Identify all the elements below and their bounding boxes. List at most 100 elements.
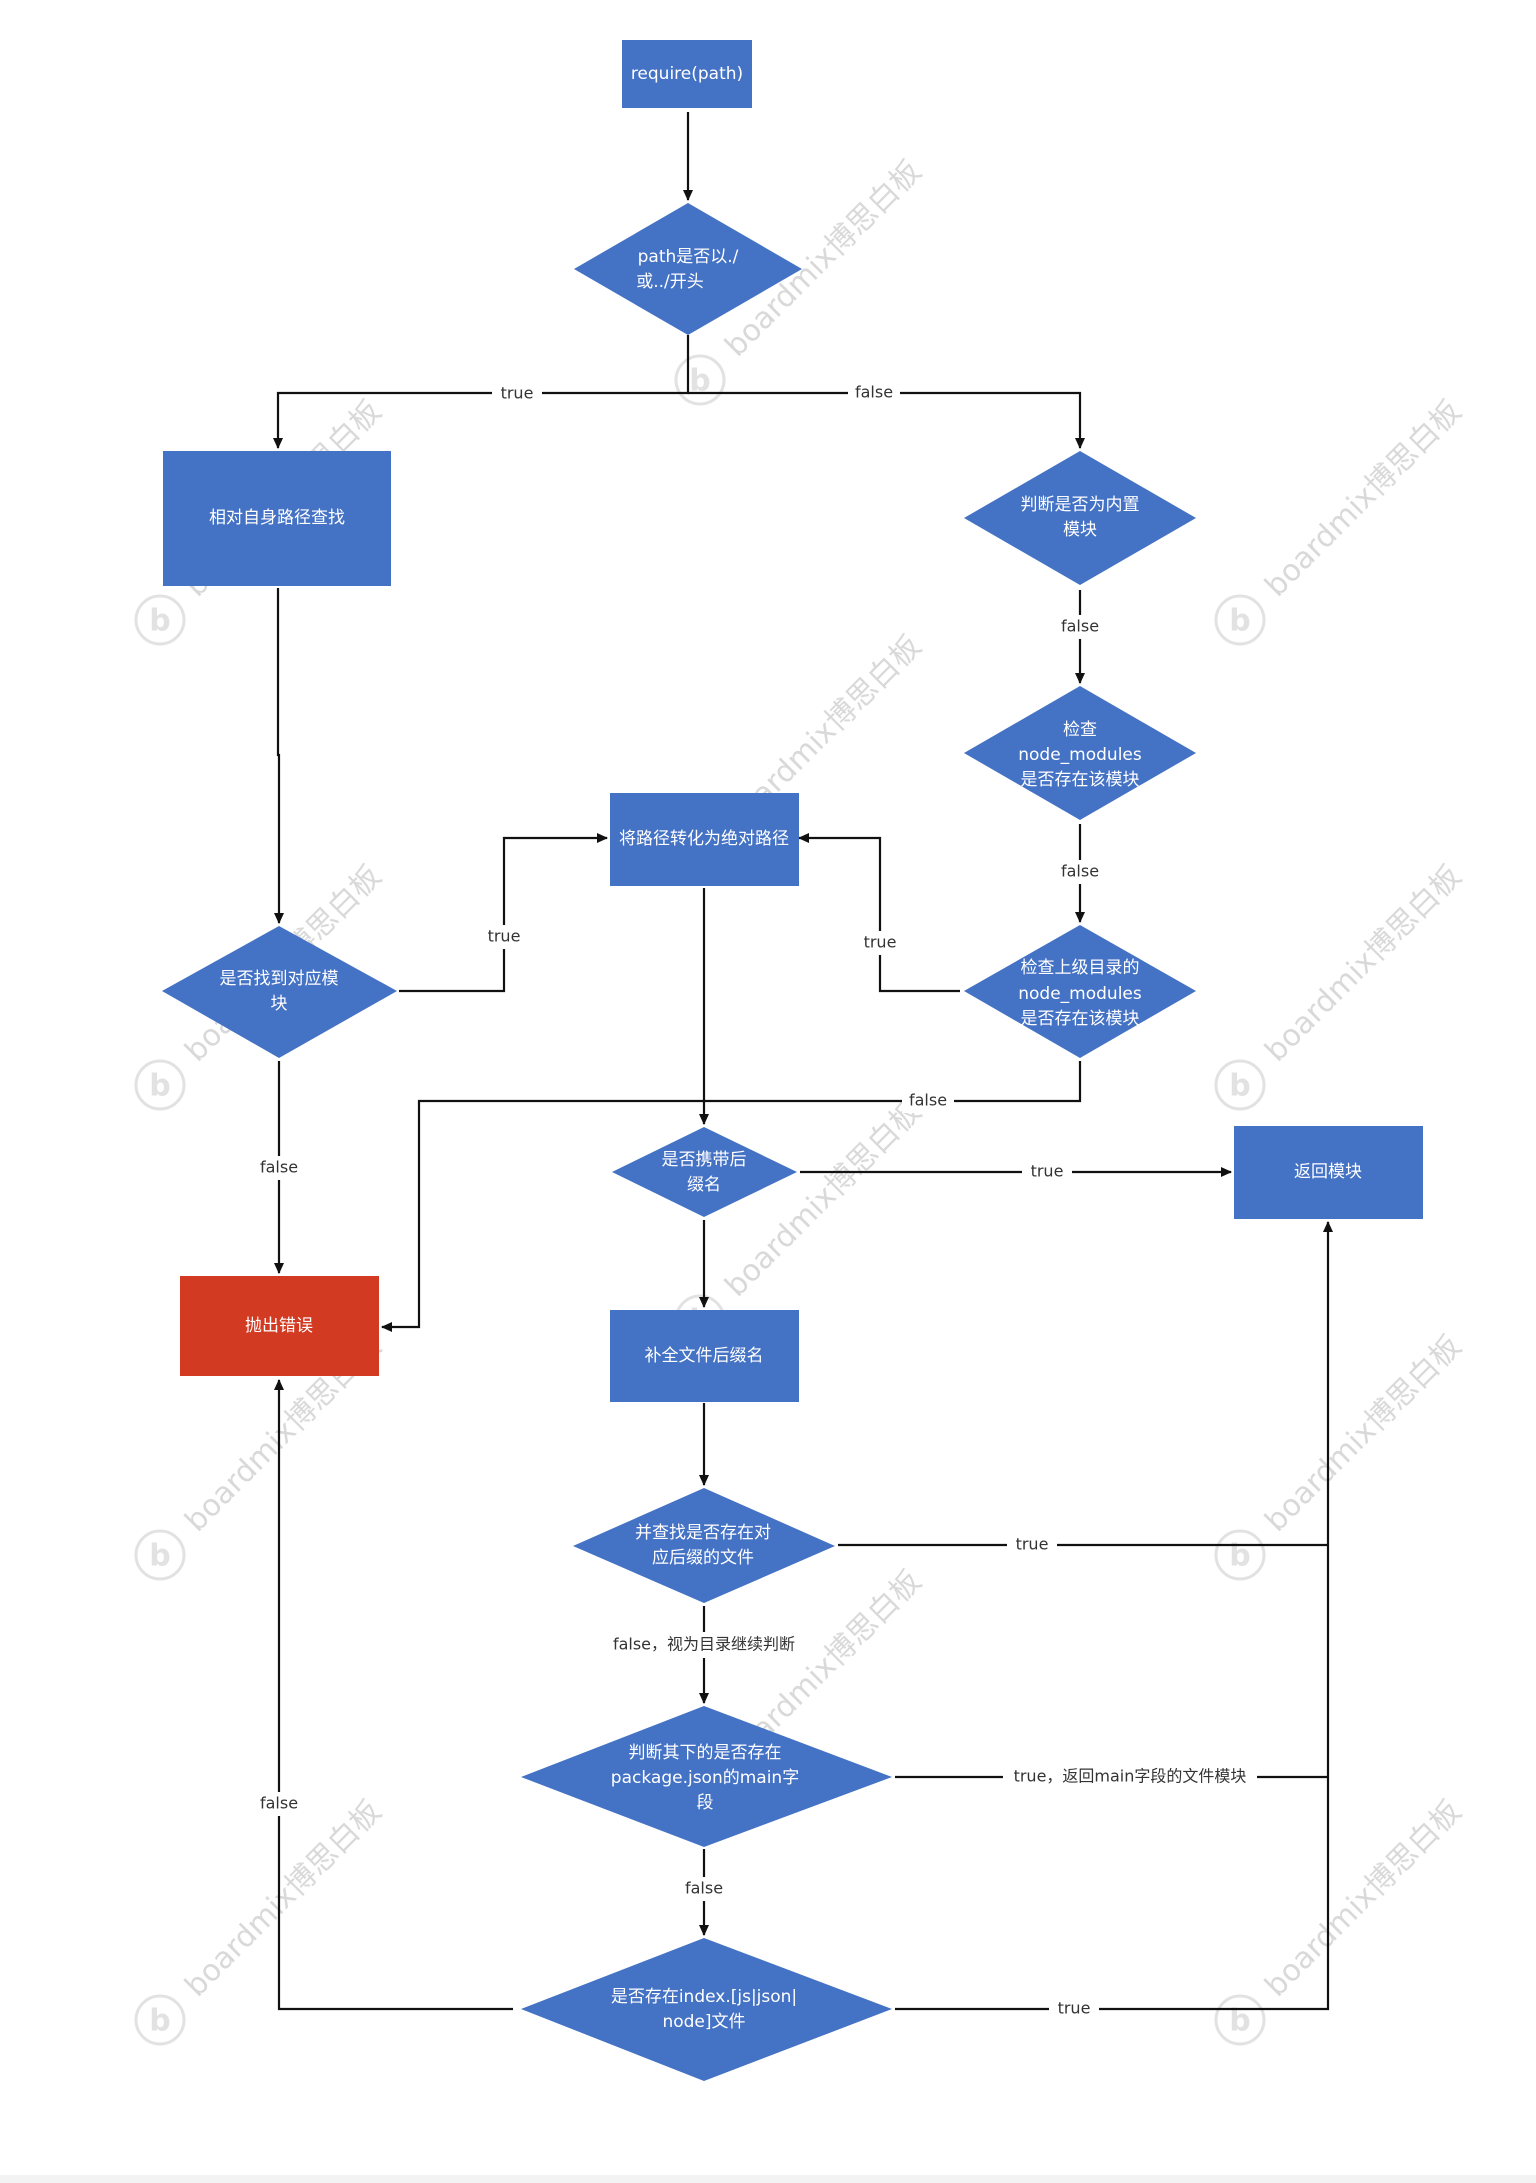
boardmix-logo-glyph: b — [1229, 1539, 1250, 1574]
boardmix-logo-glyph: b — [149, 2004, 170, 2039]
label-find-true: true — [1007, 1533, 1057, 1557]
node-check-parent: 检查上级目录的 node_modules 是否存在该模块 — [964, 925, 1196, 1058]
svg-text:是否存在该模块: 是否存在该模块 — [1021, 1009, 1140, 1029]
watermark-text: boardmix博思白板 — [178, 1794, 388, 2004]
footer-strip — [0, 2175, 1536, 2183]
svg-text:缀名: 缀名 — [687, 1175, 721, 1195]
svg-text:是否找到对应模: 是否找到对应模 — [220, 969, 339, 989]
boardmix-logo-glyph: b — [1229, 1069, 1250, 1104]
node-start: require(path) — [622, 40, 752, 108]
node-throw-error: 抛出错误 — [180, 1276, 379, 1376]
label-check-false: false — [848, 381, 900, 405]
boardmix-logo-icon — [1214, 1059, 1266, 1111]
node-builtin: 判断是否为内置 模块 — [964, 451, 1196, 585]
svg-text:false: false — [1061, 862, 1099, 881]
node-find-relative: 相对自身路径查找 — [163, 451, 391, 586]
boardmix-logo-icon — [134, 594, 186, 646]
node-find-ext-file: 并查找是否存在对 应后缀的文件 — [573, 1488, 835, 1603]
boardmix-logo-glyph: b — [149, 1539, 170, 1574]
svg-text:相对自身路径查找: 相对自身路径查找 — [209, 508, 345, 528]
edge-parent-false — [381, 1061, 1082, 1332]
node-check-node-modules: 检查 node_modules 是否存在该模块 — [964, 686, 1196, 820]
svg-text:require(path): require(path) — [631, 64, 743, 84]
edge-labels-layer: true false false false true true false — [253, 381, 1257, 2021]
node-has-ext: 是否携带后 缀名 — [612, 1127, 797, 1217]
svg-text:false: false — [855, 383, 893, 402]
label-pkg-true: true，返回main字段的文件模块 — [1003, 1764, 1257, 1790]
node-found-module: 是否找到对应模 块 — [162, 926, 397, 1058]
label-builtin-false: false — [1054, 615, 1106, 639]
svg-text:模块: 模块 — [1063, 520, 1097, 540]
watermark-text: boardmix博思白板 — [1258, 394, 1468, 604]
node-to-absolute: 将路径转化为绝对路径 — [610, 793, 799, 886]
svg-text:是否存在该模块: 是否存在该模块 — [1021, 770, 1140, 790]
label-found-true: true — [479, 925, 529, 949]
boardmix-logo-glyph: b — [689, 364, 710, 399]
edge-parent-true — [798, 833, 960, 993]
watermark-text: boardmix博思白板 — [1258, 1329, 1468, 1539]
svg-text:true: true — [1058, 1999, 1091, 2018]
boardmix-logo-glyph: b — [1229, 2004, 1250, 2039]
svg-text:判断是否为内置: 判断是否为内置 — [1021, 495, 1140, 515]
svg-text:false: false — [685, 1879, 723, 1898]
svg-text:package.json的main字: package.json的main字 — [611, 1768, 799, 1788]
edge-check-true — [273, 335, 690, 449]
label-find-false: false，视为目录继续判断 — [602, 1632, 806, 1658]
edge-found-true — [399, 833, 608, 993]
svg-text:补全文件后缀名: 补全文件后缀名 — [645, 1346, 764, 1366]
svg-text:将路径转化为绝对路径: 将路径转化为绝对路径 — [619, 829, 789, 849]
label-parent-false: false — [902, 1089, 954, 1113]
svg-text:抛出错误: 抛出错误 — [245, 1316, 313, 1336]
svg-text:false: false — [1061, 617, 1099, 636]
svg-text:判断其下的是否存在: 判断其下的是否存在 — [629, 1743, 782, 1763]
label-found-false: false — [253, 1156, 305, 1180]
svg-text:node_modules: node_modules — [1018, 745, 1142, 765]
boardmix-logo-icon — [674, 354, 726, 406]
svg-text:false: false — [909, 1091, 947, 1110]
boardmix-logo-icon — [1214, 1529, 1266, 1581]
svg-text:检查: 检查 — [1063, 720, 1097, 740]
node-check-index: 是否存在index.[js|json| node]文件 — [521, 1938, 892, 2081]
boardmix-logo-icon — [134, 1059, 186, 1111]
svg-text:应后缀的文件: 应后缀的文件 — [652, 1548, 754, 1568]
label-parent-true: true — [855, 931, 905, 955]
svg-text:并查找是否存在对: 并查找是否存在对 — [635, 1523, 771, 1543]
svg-text:path是否以./: path是否以./ — [638, 247, 739, 267]
edges-layer — [273, 112, 1333, 2011]
edge-index-false — [274, 1379, 513, 2011]
svg-text:true: true — [501, 384, 534, 403]
label-pkg-false: false — [678, 1877, 730, 1901]
svg-text:false，视为目录继续判断: false，视为目录继续判断 — [613, 1635, 795, 1654]
label-check-true: true — [492, 381, 542, 405]
node-add-ext: 补全文件后缀名 — [610, 1310, 799, 1402]
boardmix-logo-glyph: b — [149, 1069, 170, 1104]
svg-text:检查上级目录的: 检查上级目录的 — [1021, 958, 1140, 978]
svg-text:块: 块 — [271, 994, 288, 1014]
svg-text:true: true — [864, 933, 897, 952]
svg-text:node]文件: node]文件 — [662, 2012, 745, 2032]
watermark-text: boardmix博思白板 — [718, 1094, 928, 1304]
watermark-text: boardmix博思白板 — [1258, 859, 1468, 1069]
boardmix-logo-icon — [134, 1529, 186, 1581]
boardmix-logo-glyph: b — [1229, 604, 1250, 639]
label-index-false: false — [253, 1792, 305, 1816]
boardmix-logo-icon — [1214, 1994, 1266, 2046]
svg-text:是否存在index.[js|json|: 是否存在index.[js|json| — [611, 1987, 797, 2007]
svg-text:true: true — [488, 927, 521, 946]
svg-text:是否携带后: 是否携带后 — [662, 1150, 747, 1170]
watermark-text: boardmix博思白板 — [1258, 1794, 1468, 2004]
label-index-true: true — [1049, 1997, 1099, 2021]
svg-text:node_modules: node_modules — [1018, 984, 1142, 1004]
node-return-module: 返回模块 — [1234, 1126, 1423, 1219]
svg-text:true，返回main字段的文件模块: true，返回main字段的文件模块 — [1014, 1767, 1247, 1786]
nodes-layer: require(path) path是否以./ 或../开头 相对自身路径查找 … — [162, 40, 1423, 2081]
label-ext-true: true — [1022, 1160, 1072, 1184]
svg-text:或../开头: 或../开头 — [636, 272, 704, 292]
boardmix-logo-icon — [1214, 594, 1266, 646]
svg-text:返回模块: 返回模块 — [1294, 1162, 1362, 1182]
